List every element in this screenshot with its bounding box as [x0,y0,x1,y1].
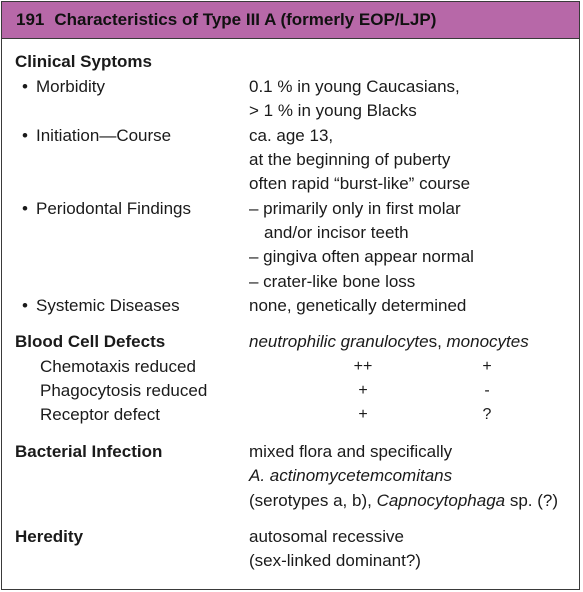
systemic-value: none, genetically determined [249,296,467,315]
systemic-label: •Systemic Diseases [22,294,180,318]
blood-row-neutro: + [358,406,368,423]
section-blood-heading: Blood Cell Defects [15,332,166,351]
section-bacterial-heading: Bacterial Infection [15,442,163,461]
bacterial-line-1: mixed flora and specifically [249,442,453,461]
morbidity-label: •Morbidity [22,75,105,99]
blood-row-mono: - [484,382,490,399]
heredity-line-1: autosomal recessive [249,527,404,546]
blood-row-label: Chemotaxis reduced [40,357,196,376]
initiation-value-2: at the beginning of puberty [249,150,451,169]
morbidity-value-1: 0.1 % in young Caucasians, [249,77,460,96]
col-neutro: neutrophilic granulocyte [249,332,429,351]
periodontal-value-2: and/or incisor teeth [264,223,409,242]
blood-row-neutro: + [358,382,368,399]
initiation-value-1: ca. age 13, [249,126,334,145]
blood-row-label: Phagocytosis reduced [40,381,208,400]
col-neutro-suffix: s, [428,332,447,351]
table-header: 191 Characteristics of Type III A (forme… [2,2,579,39]
blood-row-mono: + [482,358,492,375]
periodontal-value-3: – gingiva often appear normal [249,247,474,266]
blood-row-label: Receptor defect [40,405,161,424]
bacterial-line-3: (serotypes a, b), Capnocytophaga sp. (?) [249,491,559,510]
bullet-icon: • [22,199,28,218]
morbidity-value-2: > 1 % in young Blacks [249,101,417,120]
periodontal-label: •Periodontal Findings [22,197,191,221]
blood-row-neutro: ++ [353,358,373,375]
section-clinical-heading: Clinical Syptoms [15,52,152,71]
col-mono: monocytes [446,332,529,351]
heredity-line-2: (sex-linked dominant?) [249,551,421,570]
blood-row-mono: ? [482,406,492,423]
initiation-label: •Initiation—Course [22,124,171,148]
bullet-icon: • [22,296,28,315]
bullet-icon: • [22,77,28,96]
section-heredity-heading: Heredity [15,527,84,546]
bullet-icon: • [22,126,28,145]
table-title: Characteristics of Type III A (formerly … [54,10,437,29]
figure-number: 191 [16,10,45,29]
bacterial-line-2: A. actinomycetemcomitans [249,466,453,485]
periodontal-value-1: – primarily only in first molar [249,199,461,218]
blood-columns-header: neutrophilic granulocytes, monocytes [249,330,529,354]
periodontal-value-4: – crater-like bone loss [249,272,416,291]
initiation-value-3: often rapid “burst-like” course [249,174,471,193]
